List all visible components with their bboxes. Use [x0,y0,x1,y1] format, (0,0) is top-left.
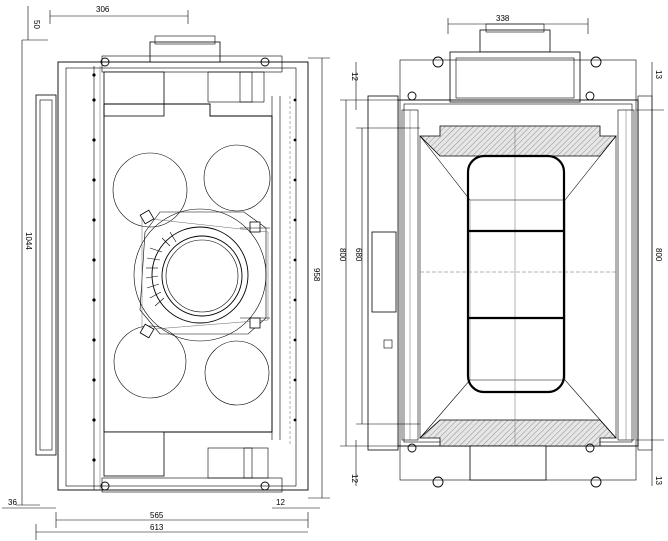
right-view [367,23,653,488]
dim-left-bottom-inner: 565 [150,511,164,520]
outlet-circle-bl [113,325,187,399]
dim-left-inner-height: 958 [312,268,321,282]
fan-assembly [133,208,270,342]
dim-right-left-outer: 800 [338,248,347,262]
outlet-circle-tl [112,152,188,228]
outlet-circle-br [204,340,270,406]
dim-right-top-width: 338 [496,14,510,23]
dim-right-right-height: 800 [654,248,663,262]
dim-right-top-right: 13 [654,70,663,79]
dim-right-left-inner: 680 [354,248,363,262]
fan-inlet-ring [161,235,243,317]
left-view-dimensions: 306 50 1044 958 565 613 36 12 [2,5,330,540]
filter-panel [466,154,566,394]
dim-left-bottom-left-offset: 36 [8,498,17,507]
top-transition-hatch [419,125,617,157]
left-housing-outline [57,61,309,491]
bottom-transition-hatch [418,419,617,447]
dim-left-top-width: 306 [96,5,110,14]
right-top-spigot [479,29,551,53]
right-view-dimensions: 338 12 13 800 680 800 12 13 [338,14,664,486]
side-handle [371,231,397,313]
dim-left-bottom-right-offset: 12 [276,498,285,507]
left-view [35,35,309,493]
outlet-circle-tr [203,144,271,212]
dim-right-top-left: 12 [350,72,359,81]
dim-right-bottom-right: 13 [654,476,663,485]
dim-right-bottom-left: 12 [350,474,359,483]
top-spigot [149,41,221,63]
dim-left-total-height: 1044 [24,232,33,250]
right-bottom-spigot [469,445,547,481]
left-side-flange [35,94,57,456]
main-panel [103,103,273,433]
dim-left-bottom-total: 613 [150,523,164,532]
dim-left-top-offset: 50 [32,20,41,29]
